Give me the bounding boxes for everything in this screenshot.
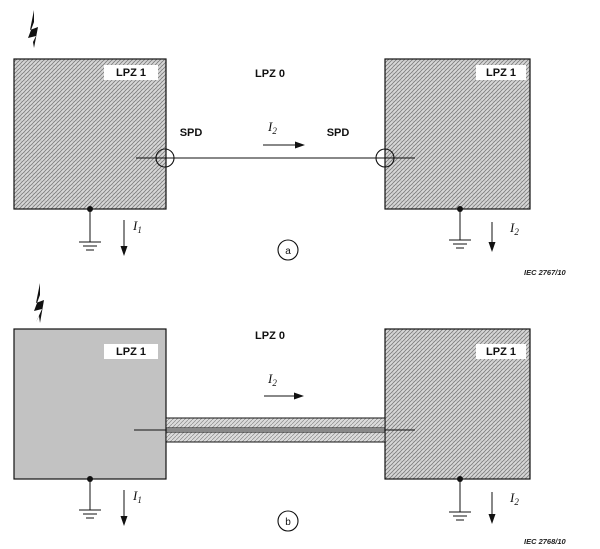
lightning-icon — [34, 283, 44, 323]
iec-reference-a: IEC 2767/10 — [524, 268, 567, 277]
arrow-icon — [488, 492, 496, 524]
current-right-label: I2 — [509, 490, 519, 507]
right-zone-label: LPZ 1 — [486, 346, 516, 358]
right-building — [384, 58, 531, 210]
spd-left-label: SPD — [180, 127, 203, 139]
ground-icon — [79, 206, 101, 251]
diagram-b: LPZ 1 LPZ 1 LPZ 0 I2 — [13, 283, 567, 546]
outer-zone-label: LPZ 0 — [255, 330, 285, 342]
right-zone-label: LPZ 1 — [486, 67, 516, 79]
shielded-cable-upper — [165, 417, 386, 429]
marker-b-label: b — [285, 517, 291, 528]
current-right-label: I2 — [509, 220, 519, 237]
left-zone-label: LPZ 1 — [116, 67, 146, 79]
arrow-icon — [264, 392, 304, 400]
lightning-icon — [28, 10, 38, 48]
ground-icon — [449, 476, 471, 521]
left-zone-label: LPZ 1 — [116, 346, 146, 358]
ground-icon — [79, 476, 101, 519]
iec-reference-b: IEC 2768/10 — [524, 537, 567, 546]
current-line-label: I2 — [267, 371, 277, 388]
marker-a-label: a — [285, 246, 291, 257]
arrow-icon — [263, 141, 305, 149]
diagram-a: LPZ 1 LPZ 1 LPZ 0 SPD SPD I2 — [13, 10, 567, 277]
ground-icon — [449, 206, 471, 249]
marker-b — [277, 510, 299, 532]
shielded-cable-lower — [165, 431, 386, 443]
arrow-icon — [120, 220, 128, 256]
left-building — [13, 58, 167, 210]
spd-circle-icon — [375, 148, 395, 168]
current-left-label: I1 — [132, 218, 142, 235]
arrow-icon — [488, 222, 496, 252]
spd-circle-icon — [155, 148, 175, 168]
outer-zone-label: LPZ 0 — [255, 68, 285, 80]
marker-a — [277, 239, 299, 261]
arrow-icon — [120, 490, 128, 526]
current-left-label: I1 — [132, 488, 142, 505]
current-line-label: I2 — [267, 119, 277, 136]
spd-right-label: SPD — [327, 127, 350, 139]
